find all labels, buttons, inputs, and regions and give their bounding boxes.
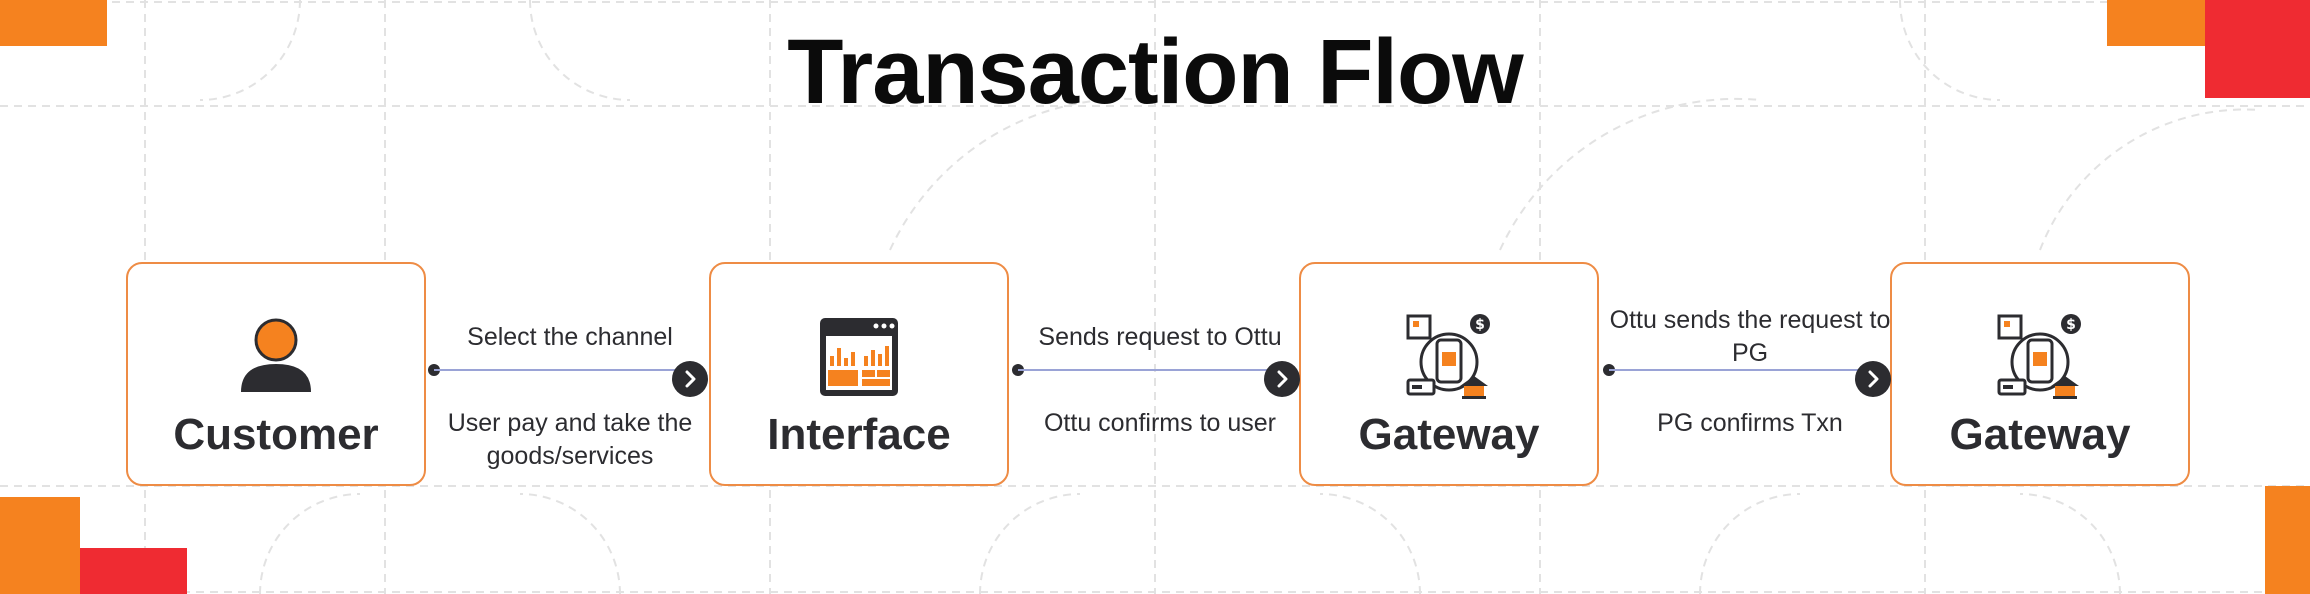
connector-label-above: Select the channel — [467, 323, 673, 351]
node-gateway-1: $ Gateway — [1299, 262, 1599, 486]
mobile-payment-icon: $ — [1997, 314, 2081, 399]
connector-line — [1609, 369, 1871, 371]
page-title: Transaction Flow — [787, 21, 1523, 123]
person-icon — [241, 318, 311, 392]
corner-decoration-bottom-right — [2265, 486, 2310, 594]
corner-decoration-top-right-red — [2205, 0, 2310, 98]
dashboard-window-icon — [820, 318, 898, 396]
node-label: Gateway — [1949, 410, 2131, 459]
connector-label-below: User pay and take the goods/services — [447, 409, 693, 470]
chevron-right-icon — [672, 361, 708, 397]
chevron-right-icon — [1264, 361, 1300, 397]
chevron-right-icon — [1855, 361, 1891, 397]
svg-text:$: $ — [2066, 317, 2076, 333]
node-label: Gateway — [1358, 410, 1540, 459]
node-label: Customer — [173, 410, 379, 459]
connector-line — [1018, 369, 1280, 371]
connector-label-below: Ottu confirms to user — [1043, 409, 1277, 437]
node-interface: Interface — [709, 262, 1009, 486]
node-customer: Customer — [126, 262, 426, 486]
node-label: Interface — [767, 410, 951, 459]
connector-label-above: Ottu sends the request to PG — [1609, 306, 1891, 367]
corner-decoration-bottom-left-orange — [0, 497, 80, 594]
corner-decoration-top-right-orange — [2107, 0, 2205, 46]
svg-text:$: $ — [1475, 317, 1485, 333]
corner-decoration-bottom-left-red — [80, 548, 187, 594]
mobile-payment-icon: $ — [1406, 314, 1490, 399]
node-gateway-2: $ Gateway — [1890, 262, 2190, 486]
connector-label-above: Sends request to Ottu — [1038, 323, 1282, 351]
corner-decoration-top-left — [0, 0, 107, 46]
connector-label-below: PG confirms Txn — [1657, 409, 1843, 437]
connector-line — [434, 369, 690, 371]
